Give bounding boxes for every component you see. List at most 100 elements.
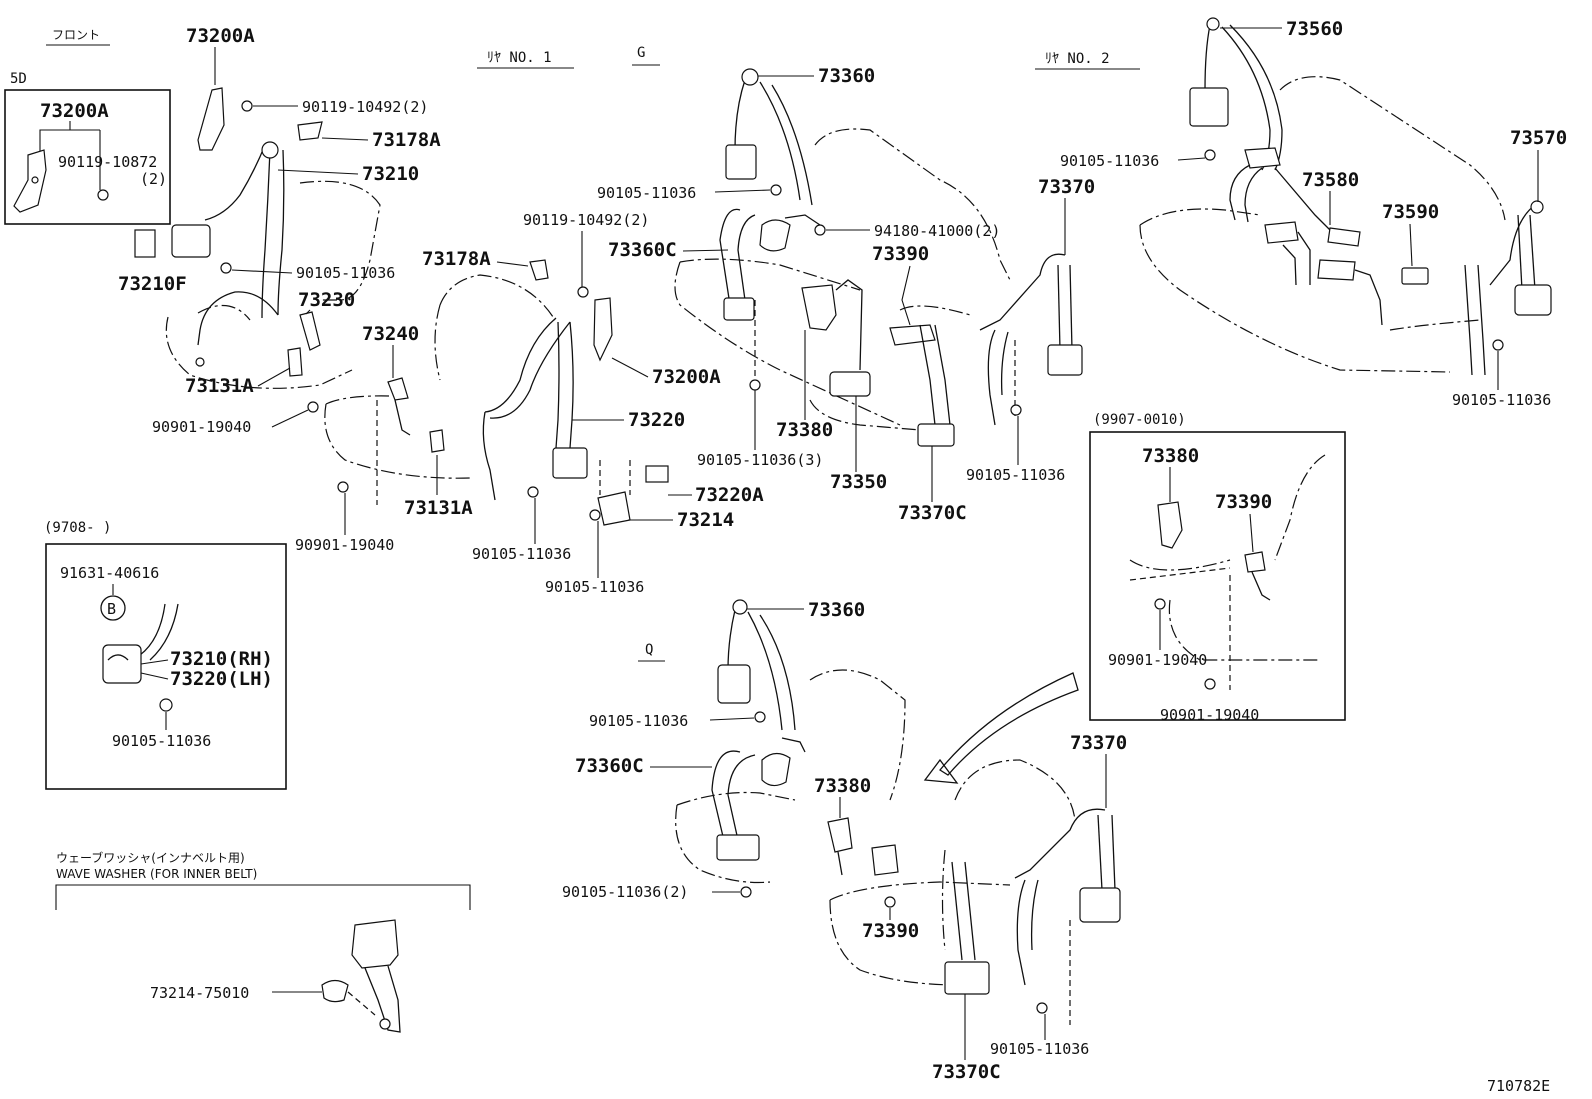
retractor-icon — [102, 644, 142, 684]
label-90105-d: 90105-11036 — [597, 184, 696, 202]
bolt-icon — [770, 184, 782, 196]
bracket-73200a-mid — [593, 297, 613, 362]
rear1-left-labels: 73240 90901-19040 90901-19040 73131A — [152, 323, 473, 554]
label-73370c-g: 73370C — [898, 502, 967, 524]
inset-5d-part-90119: 90119-10872 — [58, 153, 157, 171]
wave-washer-label-jp: ウェーブワッシャ(インナベルト用) — [56, 850, 245, 865]
label-73210: 73210 — [362, 163, 419, 185]
retractor-icon — [723, 297, 755, 321]
label-90105-k: 90105-11036 — [990, 1040, 1089, 1058]
label-73214: 73214 — [677, 509, 734, 531]
label-73240: 73240 — [362, 323, 419, 345]
bolt-icon — [754, 711, 766, 723]
label-73220: 73220 — [628, 409, 685, 431]
inset-9708-circle: B — [107, 600, 116, 618]
inset-9907-part-90901-a: 90901-19040 — [1108, 651, 1207, 669]
anchor-icon — [741, 68, 759, 86]
label-73131a-a: 73131A — [185, 375, 254, 397]
label-94180: 94180-41000(2) — [874, 222, 1000, 240]
retractor-icon — [716, 834, 760, 861]
inset-9907-label: (9907-0010) — [1093, 412, 1186, 428]
inset-5d-bracket — [13, 149, 47, 213]
label-73360c-g: 73360C — [608, 239, 677, 261]
bolt-icon — [749, 379, 761, 391]
bolt-icon — [527, 486, 539, 498]
label-90119-10492-b: 90119-10492(2) — [523, 211, 649, 229]
bolt-icon — [577, 286, 589, 298]
bolt-icon — [814, 224, 826, 236]
inset-9708-part-91631: 91631-40616 — [60, 564, 159, 582]
bracket-73131a — [287, 347, 303, 377]
rear1-center-belt — [482, 259, 669, 526]
bolt-icon — [1492, 339, 1504, 351]
retractor-73370c-g — [917, 423, 955, 447]
retractor-icon — [1514, 284, 1552, 316]
bolt-icon — [1036, 1002, 1048, 1014]
tongue-73390-q — [871, 844, 899, 876]
label-73350: 73350 — [830, 471, 887, 493]
inset-9907-part-73380: 73380 — [1142, 445, 1199, 467]
buckle-73380-q — [827, 817, 853, 853]
bolt-icon — [1204, 678, 1216, 690]
label-73370c-q: 73370C — [932, 1061, 1001, 1083]
label-90901-a: 90901-19040 — [152, 418, 251, 436]
retractor-icon — [552, 447, 588, 479]
diagram-code: 710782E — [1487, 1077, 1550, 1095]
label-73380-g: 73380 — [776, 419, 833, 441]
label-73178a-b: 73178A — [422, 248, 491, 270]
anchor-icon — [261, 141, 279, 159]
section-headers: フロント ﾘﾔ NO. 1 G ﾘﾔ NO. 2 Q — [46, 28, 1140, 662]
arrow-icon — [939, 672, 1079, 776]
bolt-icon — [1010, 404, 1022, 416]
buckle-73240 — [387, 377, 409, 401]
retractor-icon — [1047, 344, 1083, 376]
retractor-icon — [725, 144, 757, 180]
tongue-icon — [1327, 227, 1361, 247]
bolt-icon — [337, 481, 349, 493]
arrow-head-icon — [923, 758, 959, 784]
retractor-icon — [1079, 887, 1121, 923]
label-90105-f: 90105-11036 — [966, 466, 1065, 484]
bolt-icon — [740, 886, 752, 898]
washer-icon — [321, 979, 349, 1003]
inset-9708-part-73210rh: 73210(RH) — [170, 648, 273, 670]
label-90901-b: 90901-19040 — [295, 536, 394, 554]
buckle-73590 — [1317, 259, 1356, 281]
front-labels: 73200A 90119-10492(2) 73178A 73210 90105… — [118, 25, 441, 397]
retractor-73370c-q — [944, 961, 990, 995]
tongue-73390-g — [889, 324, 936, 346]
guide-icon — [1244, 147, 1281, 169]
rear1-left-seat — [307, 274, 556, 505]
label-73580: 73580 — [1302, 169, 1359, 191]
label-90105-g: 90105-11036 — [1060, 152, 1159, 170]
rear2-labels: 73560 73570 73580 73590 90105-11036 9010… — [1060, 18, 1567, 409]
bolt-icon — [241, 100, 253, 112]
label-73370-q: 73370 — [1070, 732, 1127, 754]
tongue-73390-inset — [1244, 551, 1266, 573]
anchor-icon — [1206, 17, 1220, 31]
label-90105-i: 90105-11036 — [589, 712, 688, 730]
label-73200a-mid: 73200A — [652, 366, 721, 388]
bolt-icon — [97, 189, 109, 201]
buckle-73380-g — [801, 284, 837, 331]
inset-5d-part-73200a: 73200A — [40, 100, 109, 122]
label-73200a-top: 73200A — [186, 25, 255, 47]
label-90105-b: 90105-11036 — [472, 545, 571, 563]
label-73590: 73590 — [1382, 201, 1439, 223]
label-73570: 73570 — [1510, 127, 1567, 149]
inset-5d-label: 5D — [10, 71, 27, 87]
wave-washer: ウェーブワッシャ(インナベルト用) WAVE WASHER (FOR INNER… — [55, 850, 471, 1033]
cover-73178a-b — [529, 259, 549, 281]
buckle-73380-inset — [1157, 501, 1183, 549]
upper-bracket-73200a — [197, 87, 225, 151]
buckle-73230 — [299, 311, 321, 351]
bolt-icon — [1154, 598, 1166, 610]
buckle-stalk-icon — [134, 229, 156, 258]
label-73390-q: 73390 — [862, 920, 919, 942]
wave-washer-label-en: WAVE WASHER (FOR INNER BELT) — [56, 867, 257, 881]
inset-9708-label: (9708- ) — [44, 520, 111, 536]
label-90105-h: 90105-11036 — [1452, 391, 1551, 409]
retractor-icon — [1189, 87, 1229, 127]
inset-arrow — [923, 672, 1079, 784]
